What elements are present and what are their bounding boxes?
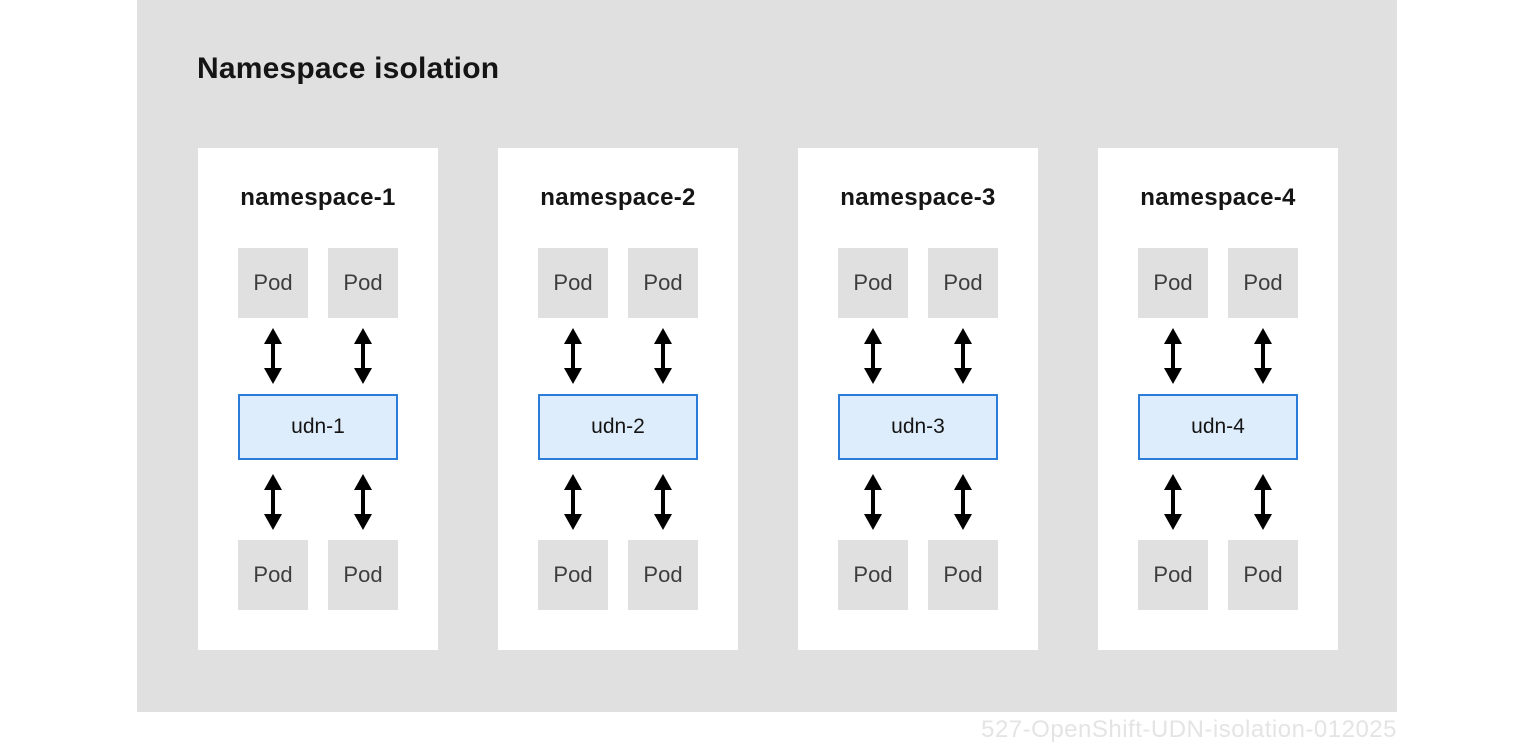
pod-box: Pod (238, 248, 308, 318)
namespace-title: namespace-4 (1140, 184, 1296, 211)
bidirectional-arrow-icon (838, 474, 908, 530)
bidirectional-arrow-icon (628, 328, 698, 384)
pod-box: Pod (538, 248, 608, 318)
pod-row-top: Pod Pod (838, 248, 998, 318)
pod-box: Pod (238, 540, 308, 610)
arrow-row (538, 328, 698, 384)
bidirectional-arrow-icon (1228, 328, 1298, 384)
namespace-panel-4: namespace-4 Pod Pod udn-4 Pod Pod (1098, 148, 1338, 650)
pod-box: Pod (538, 540, 608, 610)
pod-box: Pod (1138, 540, 1208, 610)
pod-box: Pod (838, 540, 908, 610)
pod-row-top: Pod Pod (1138, 248, 1298, 318)
pod-box: Pod (328, 248, 398, 318)
bidirectional-arrow-icon (838, 328, 908, 384)
pod-row-top: Pod Pod (238, 248, 398, 318)
arrow-row (838, 474, 998, 530)
namespace-panel-3: namespace-3 Pod Pod udn-3 Pod Pod (798, 148, 1038, 650)
arrow-row (238, 328, 398, 384)
namespace-panel-1: namespace-1 Pod Pod udn-1 Pod Pod (198, 148, 438, 650)
bidirectional-arrow-icon (628, 474, 698, 530)
pod-box: Pod (628, 540, 698, 610)
diagram-watermark: 527-OpenShift-UDN-isolation-012025 (981, 716, 1397, 743)
bidirectional-arrow-icon (328, 328, 398, 384)
namespace-panels: namespace-1 Pod Pod udn-1 Pod Pod namesp… (198, 148, 1338, 650)
pod-box: Pod (1138, 248, 1208, 318)
arrow-row (838, 328, 998, 384)
pod-row-bottom: Pod Pod (238, 540, 398, 610)
bidirectional-arrow-icon (928, 474, 998, 530)
bidirectional-arrow-icon (928, 328, 998, 384)
diagram-background-band: Namespace isolation namespace-1 Pod Pod … (137, 0, 1397, 712)
bidirectional-arrow-icon (238, 328, 308, 384)
arrow-row (238, 474, 398, 530)
udn-box: udn-3 (838, 394, 998, 460)
bidirectional-arrow-icon (538, 328, 608, 384)
udn-box: udn-2 (538, 394, 698, 460)
udn-box: udn-4 (1138, 394, 1298, 460)
namespace-title: namespace-2 (540, 184, 696, 211)
bidirectional-arrow-icon (1228, 474, 1298, 530)
bidirectional-arrow-icon (538, 474, 608, 530)
pod-box: Pod (928, 540, 998, 610)
pod-box: Pod (928, 248, 998, 318)
pod-box: Pod (838, 248, 908, 318)
pod-box: Pod (328, 540, 398, 610)
namespace-panel-2: namespace-2 Pod Pod udn-2 Pod Pod (498, 148, 738, 650)
bidirectional-arrow-icon (1138, 474, 1208, 530)
arrow-row (538, 474, 698, 530)
arrow-row (1138, 328, 1298, 384)
arrow-row (1138, 474, 1298, 530)
pod-row-top: Pod Pod (538, 248, 698, 318)
udn-box: udn-1 (238, 394, 398, 460)
bidirectional-arrow-icon (1138, 328, 1208, 384)
namespace-title: namespace-1 (240, 184, 396, 211)
bidirectional-arrow-icon (238, 474, 308, 530)
pod-row-bottom: Pod Pod (1138, 540, 1298, 610)
pod-row-bottom: Pod Pod (838, 540, 998, 610)
diagram-title: Namespace isolation (197, 52, 500, 85)
namespace-title: namespace-3 (840, 184, 996, 211)
pod-box: Pod (628, 248, 698, 318)
pod-box: Pod (1228, 248, 1298, 318)
pod-box: Pod (1228, 540, 1298, 610)
bidirectional-arrow-icon (328, 474, 398, 530)
pod-row-bottom: Pod Pod (538, 540, 698, 610)
